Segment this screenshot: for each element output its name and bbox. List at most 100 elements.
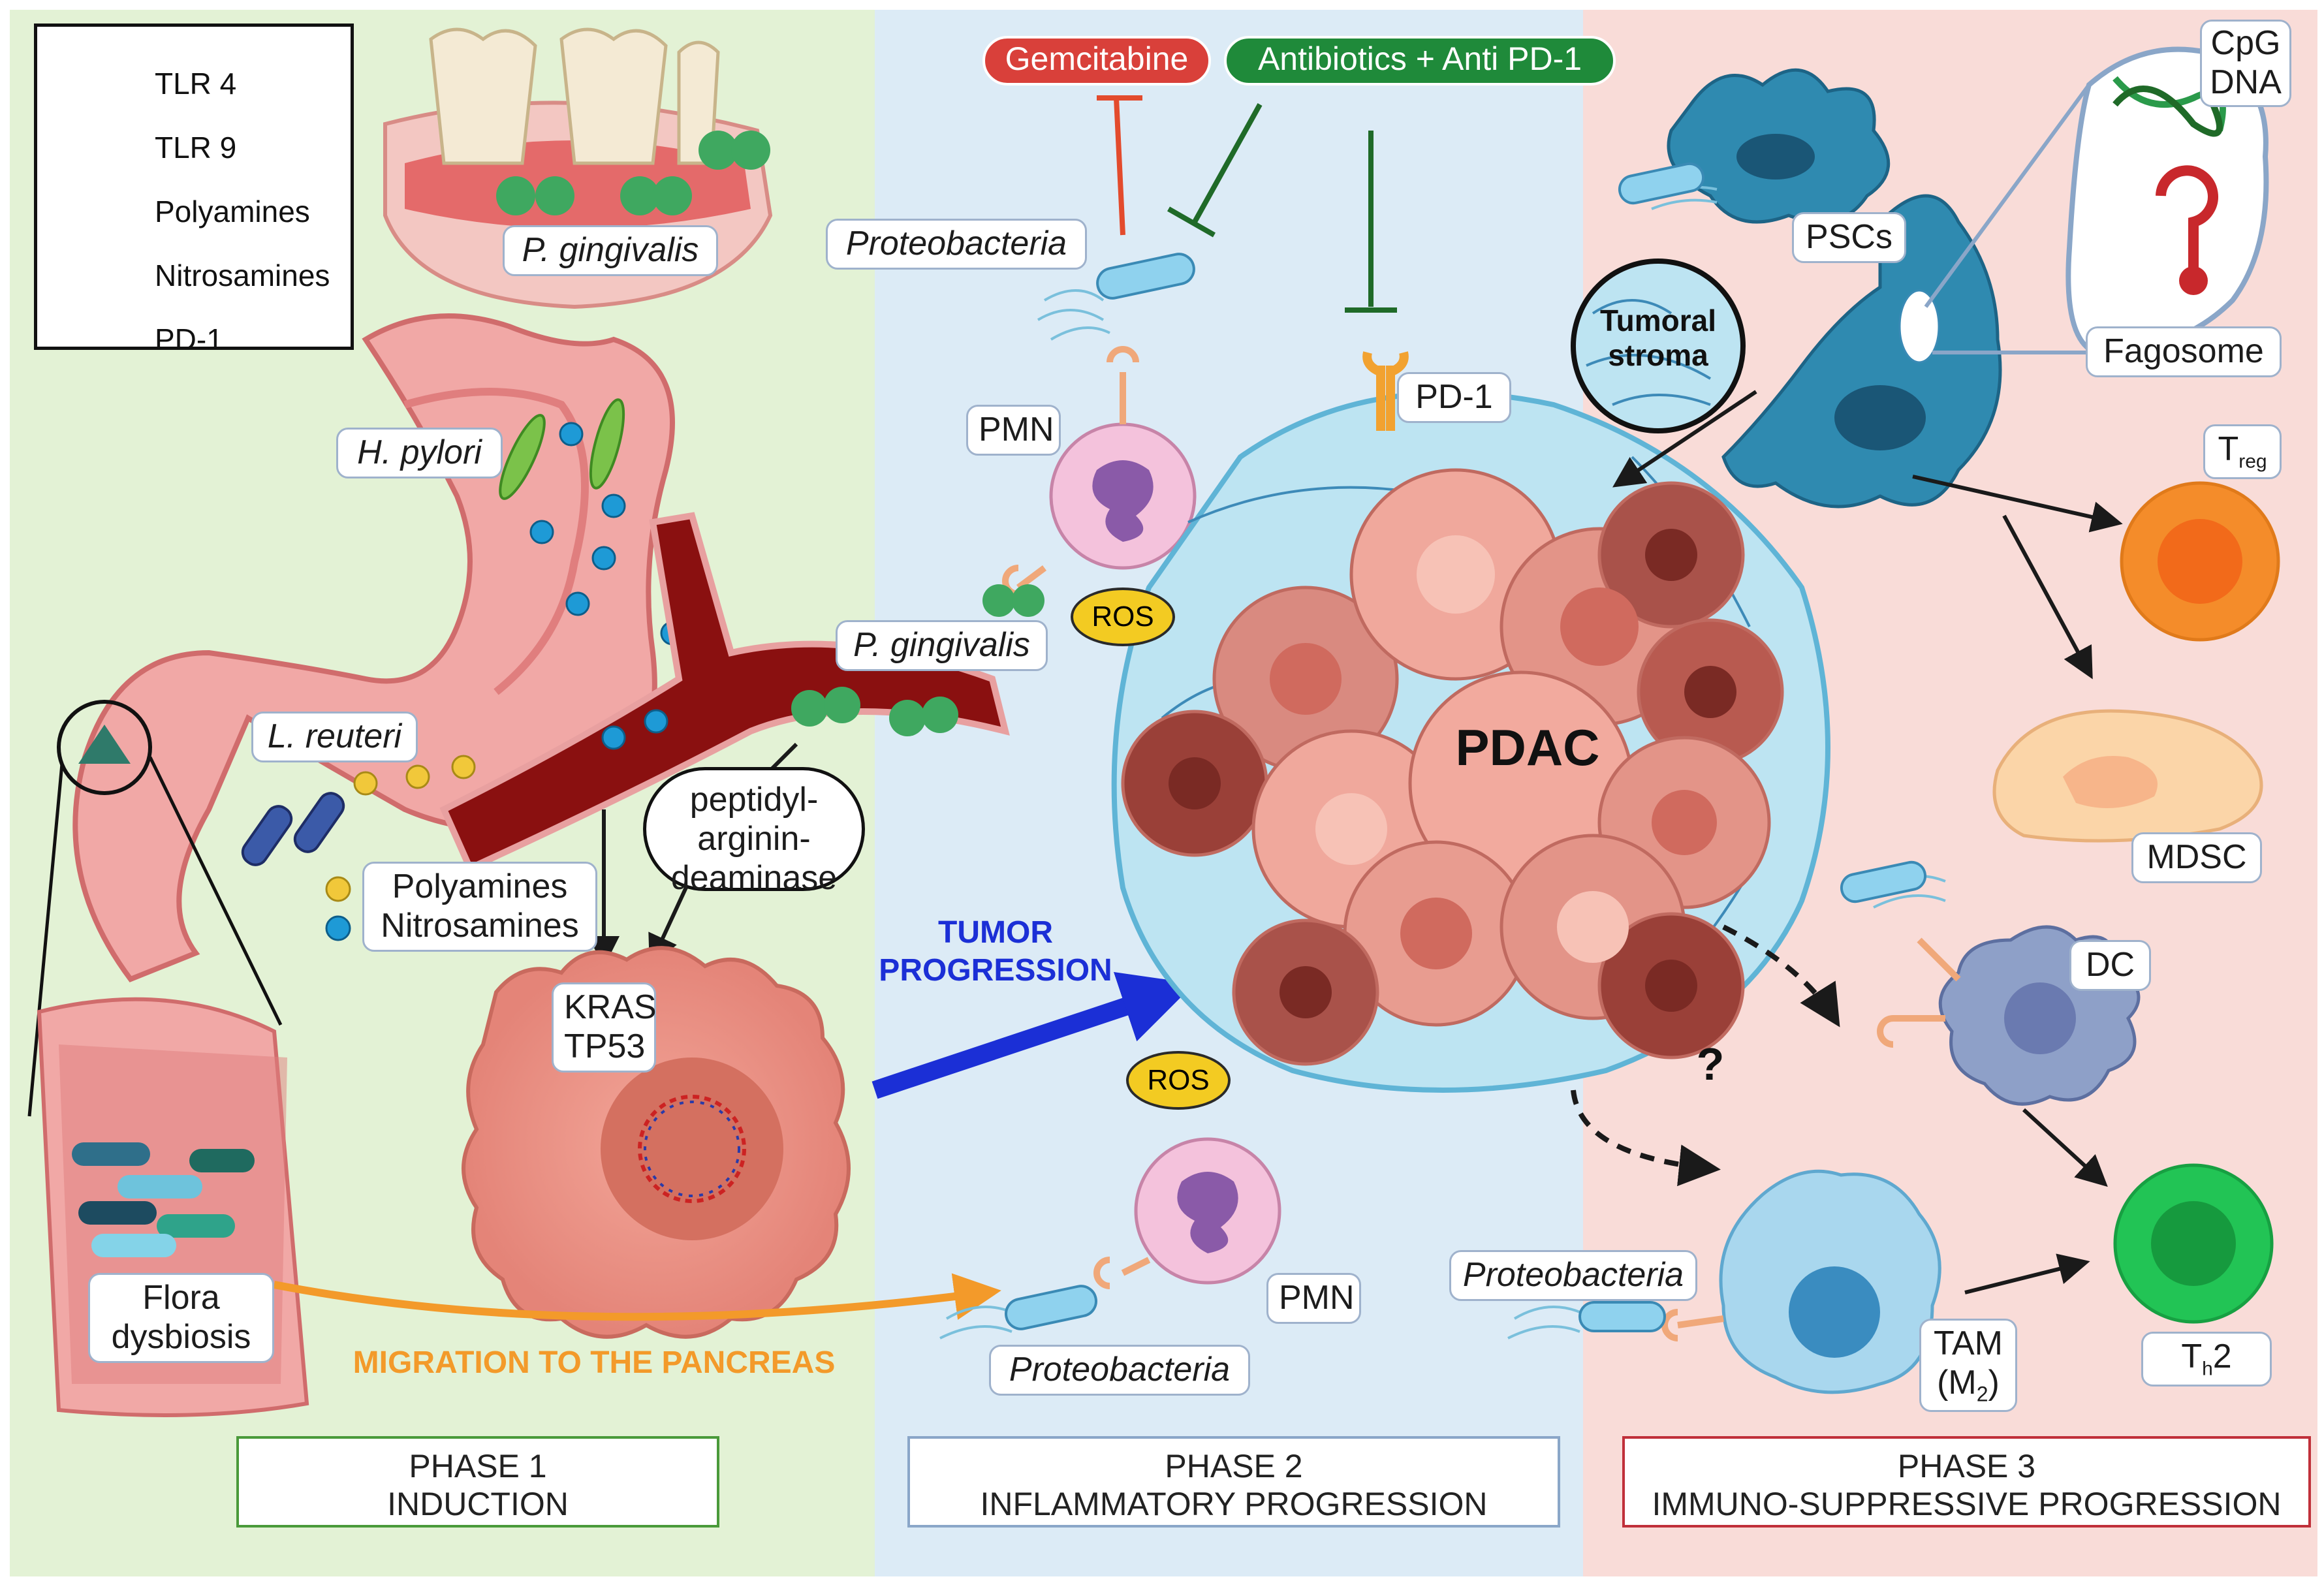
enzyme-bubble: peptidyl- arginin- deaminase [643,767,865,897]
phase2-title-line2: INFLAMMATORY PROGRESSION [980,1485,1488,1522]
tumor-progression-label: TUMOR PROGRESSION [868,914,1123,989]
tam-cell-illustration [1507,1169,1941,1394]
tp53-text: TP53 [564,1027,646,1065]
flora-text: Flora [142,1279,220,1317]
oral-cavity-illustration [383,27,773,309]
pdac-tumor-illustration [1111,351,1830,1093]
phase1-title-line2: INDUCTION [387,1485,569,1522]
phase3-title-line1: PHASE 3 [1897,1448,2036,1484]
pmn-bottom-illustration [939,1137,1281,1340]
l-reuteri-label: L. reuteri [251,712,418,762]
migration-label: MIGRATION TO THE PANCREAS [353,1345,836,1380]
vessel-to-enzyme-line [768,742,798,772]
proteobacteria-phase3-label: Proteobacteria [1449,1250,1697,1301]
phase2-title-line1: PHASE 2 [1165,1448,1303,1484]
phase2-title-box: PHASE 2 INFLAMMATORY PROGRESSION [907,1436,1560,1528]
arrow-to-treg [1912,475,2123,533]
stroma-line1: Tumoral [1599,304,1717,337]
legend-box: TLR 4 TLR 9 Polyamines Nitrosamines PD-1 [34,24,354,356]
treg-cell-illustration [2120,481,2280,642]
th2-end: 2 [2212,1338,2232,1375]
ros-bottom-badge: ROS [1126,1051,1231,1110]
arrow-tam-to-th2 [1964,1253,2090,1294]
th2-sub: h [2202,1358,2213,1380]
polyamine-nitrosamine-dots [325,876,351,941]
tam-main: (M [1937,1363,1977,1402]
proteobacteria-top-label: Proteobacteria [826,219,1087,270]
arrow-dc-to-th2 [2022,1108,2108,1187]
treg-sub: reg [2238,450,2267,473]
blood-vessel-illustration [439,512,1010,873]
cpg-text: CpG [2210,24,2281,62]
p-gingivalis-label: P. gingivalis [836,620,1048,671]
flora-dysbiosis-label: Flora dysbiosis [88,1273,274,1363]
polyamines-text: Polyamines [392,868,568,905]
h-pylori-label: H. pylori [336,428,503,478]
gemcitabine-inhibition-line [1114,97,1125,236]
legend-label: PD-1 [155,322,223,356]
tumor-line2: PROGRESSION [879,952,1112,988]
tumor-progression-arrow [872,972,1195,1099]
legend-item-nitrosamines: Nitrosamines [37,245,351,304]
dc-label: DC [2069,940,2151,991]
legend-label: TLR 9 [155,131,237,165]
pmn-top-illustration [982,346,1197,617]
treg-main: T [2218,430,2239,468]
p-gingivalis-oral-label: P. gingivalis [503,225,718,276]
arrow-psc-to-tumor [1612,390,1757,488]
kras-text: KRAS [564,988,657,1026]
nitrosamines-text: Nitrosamines [381,906,579,945]
ros-top-badge: ROS [1071,588,1175,646]
dashed-arrow-to-dc [1722,924,1840,1027]
question-mark: ? [1696,1039,1725,1089]
kras-tp53-label: KRAS TP53 [552,982,657,1073]
phase1-title-line1: PHASE 1 [409,1448,547,1484]
mdsc-label: MDSC [2131,832,2262,883]
enzyme-line3: deaminase [670,858,838,897]
psc-cell-top-illustration [1618,68,1891,224]
th2-main: T [2181,1338,2203,1375]
fagosome-label: Fagosome [2086,326,2282,377]
migration-arrow [273,1273,1001,1321]
tumor-line1: TUMOR [938,915,1053,950]
legend-item-tlr4: TLR 4 [37,53,351,112]
phase1-title-box: PHASE 1 INDUCTION [236,1436,719,1528]
dysbiosis-text: dysbiosis [111,1317,251,1356]
legend-label: Nitrosamines [155,259,330,292]
gemcitabine-pill: Gemcitabine [982,36,1211,86]
cpg-dna-label: CpG DNA [2200,20,2291,107]
psc-cell-main-illustration [1721,46,2269,509]
arrow-to-mdsc [2002,514,2093,680]
tumoral-stroma-illustration [1571,259,1746,433]
legend-item-tlr9: TLR 9 [37,117,351,176]
tam-line2: (M2) [1932,1364,2005,1406]
proteobacteria-bottom-label: Proteobacteria [989,1345,1250,1396]
enzyme-line2: arginin- [697,819,811,858]
legend-label: TLR 4 [155,67,237,101]
tam-label: TAM (M2) [1919,1319,2017,1412]
pmn-bottom-label: PMN [1266,1273,1361,1324]
tumoral-stroma-label: Tumoral stroma [1586,304,1730,373]
dna-text: DNA [2210,63,2282,101]
antibiotics-inhibition-line-1 [1192,103,1263,223]
proteobacteria-top-illustration [1037,253,1195,341]
enzyme-line1: peptidyl- [689,781,819,819]
tam-line1: TAM [1934,1324,2003,1362]
phase3-title-line2: IMMUNO-SUPPRESSIVE PROGRESSION [1652,1485,2282,1522]
stroma-line2: stroma [1608,337,1708,372]
legend-item-polyamines: Polyamines [37,181,351,240]
th2-label: Th2 [2141,1332,2272,1387]
treg-label: Treg [2203,424,2282,479]
legend-item-pd1: PD-1 [37,309,351,368]
pdac-label: PDAC [1455,719,1600,776]
phase3-title-box: PHASE 3 IMMUNO-SUPPRESSIVE PROGRESSION [1622,1436,2311,1528]
arrow-enzyme-to-kras [648,873,694,967]
antibiotics-pill: Antibiotics + Anti PD-1 [1224,36,1616,86]
legend-label: Polyamines [155,195,310,228]
tam-sub: 2 [1976,1382,1988,1406]
pd1-label: PD-1 [1397,372,1511,423]
th2-cell-illustration [2113,1163,2274,1324]
polyamines-nitrosamines-label: Polyamines Nitrosamines [362,862,597,952]
